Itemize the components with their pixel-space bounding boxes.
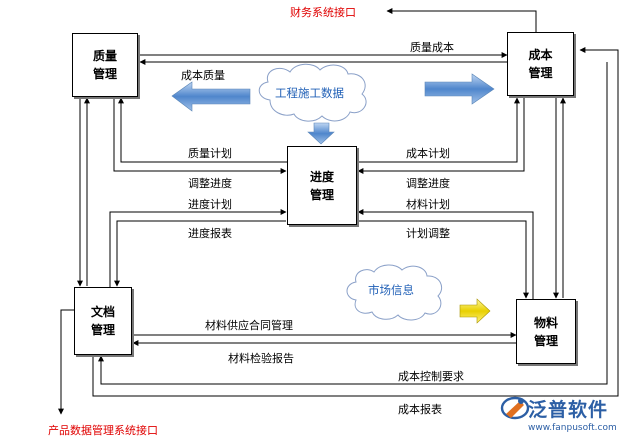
product-data-interface-label: 产品数据管理系统接口 [48,424,158,437]
material-management-box[interactable]: 物料 管理 [516,299,576,364]
edge-plan-adjust [358,220,529,299]
cost-report-label: 成本报表 [398,403,442,416]
logo-name: 泛普软件 [528,399,609,421]
schedule-box-line1: 进度 [309,169,334,184]
edge-schedule-report [114,220,286,287]
document-management-box[interactable]: 文档 管理 [74,287,132,355]
quality-plan-label: 质量计划 [188,147,232,160]
down-blue-arrow-icon [307,122,335,145]
adjust-schedule-left-label: 调整进度 [188,177,232,190]
material-supply-contract-label: 材料供应合同管理 [205,319,293,332]
schedule-box-line2: 管理 [309,187,334,202]
logo-url: www.fanpusoft.com [528,423,617,433]
schedule-report-label: 进度报表 [188,227,232,240]
edge-cost-to-finance [386,8,537,33]
engineering-data-cloud-icon [258,63,367,122]
fanpu-logo: 泛普软件 www.fanpusoft.com [498,394,630,442]
market-info-label: 市场信息 [368,283,414,297]
cost-box-line2: 管理 [528,66,553,80]
left-blue-arrow-icon [171,81,251,112]
finance-interface-label: 财务系统接口 [290,6,356,19]
schedule-management-box[interactable]: 进度 管理 [287,146,357,225]
plan-adjust-label: 计划调整 [406,227,450,240]
cost-quality-label: 成本质量 [181,69,225,82]
edge-adjust-schedule-right [357,98,525,174]
quality-box-line1: 质量 [92,49,117,63]
quality-box-line2: 管理 [92,67,117,81]
material-inspection-report-label: 材料检验报告 [228,352,294,365]
edge-material-plan [357,209,534,299]
right-blue-arrow-icon [424,73,495,105]
schedule-plan-label: 进度计划 [188,198,232,211]
cost-control-label: 成本控制要求 [398,370,464,383]
adjust-schedule-right-label: 调整进度 [406,177,450,190]
edge-document-to-product [58,309,74,415]
edge-adjust-schedule-left [113,98,287,174]
material-plan-label: 材料计划 [406,198,450,211]
cost-box-line1: 成本 [528,48,553,62]
engineering-data-label: 工程施工数据 [275,86,344,100]
material-box-line1: 物料 [533,315,558,330]
fanpu-logo-icon [500,396,530,420]
document-box-line2: 管理 [90,323,115,337]
material-box-line2: 管理 [533,333,558,348]
quality-cost-label: 质量成本 [410,41,454,54]
yellow-arrow-icon [459,298,491,324]
edge-cost-control [98,62,608,385]
edge-quality-plan [118,97,287,163]
market-info-cloud-icon [346,264,442,321]
edge-cost-report [92,47,619,397]
document-box-line1: 文档 [90,305,115,319]
quality-management-box[interactable]: 质量 管理 [72,33,138,97]
edge-schedule-plan [109,209,287,287]
cost-management-box[interactable]: 成本 管理 [507,32,574,96]
edge-cost-plan [357,97,520,163]
cost-plan-label: 成本计划 [406,147,450,160]
